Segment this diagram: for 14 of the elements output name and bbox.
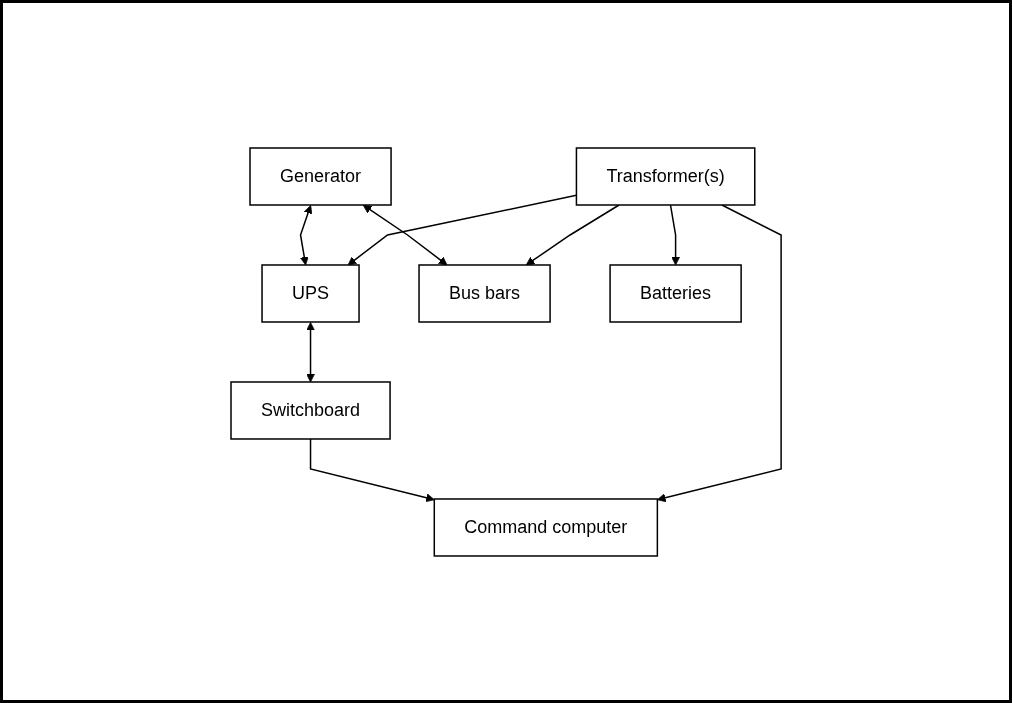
arrow	[669, 203, 680, 265]
node-box: Generator	[249, 146, 392, 206]
arrow	[362, 204, 448, 265]
node-box: Batteries	[609, 263, 742, 323]
node-box: UPS	[261, 263, 360, 323]
arrow	[656, 203, 782, 502]
node-box: Switchboard	[230, 380, 391, 440]
node-box: Command computer	[433, 497, 659, 557]
node-box: Bus bars	[418, 263, 551, 323]
arrow	[299, 204, 313, 265]
arrow	[306, 321, 315, 382]
arrow	[309, 437, 435, 502]
arrow	[525, 203, 620, 265]
node-box: Transformer(s)	[575, 146, 756, 206]
